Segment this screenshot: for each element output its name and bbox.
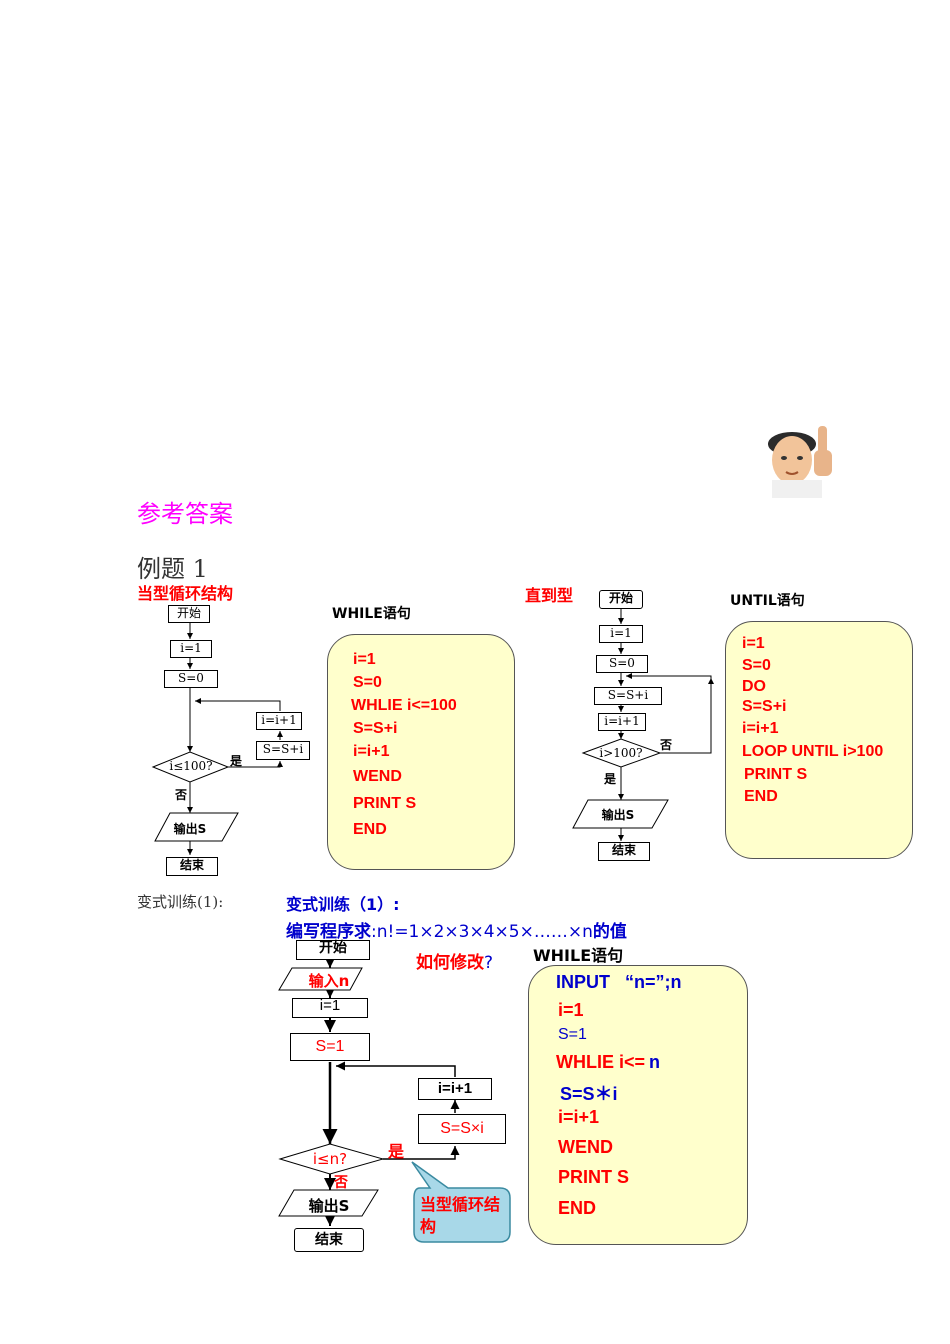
flow-r-yes: 是 xyxy=(604,770,616,787)
while-code-line-2: S=0 xyxy=(353,674,382,692)
while-code-line-5: i=i+1 xyxy=(353,743,389,761)
flow-r-no: 否 xyxy=(660,736,672,753)
variant-flow-no: 否 xyxy=(334,1172,348,1192)
variant-code-line-7: WEND xyxy=(558,1137,613,1158)
variant-flow-output: 输出S xyxy=(296,1195,362,1216)
variant-flow-yes: 是 xyxy=(388,1138,404,1162)
variant-flow-s-init: S=1 xyxy=(290,1033,370,1061)
variant-code-heading: WHILE语句 xyxy=(533,942,623,966)
until-structure-label: 直到型 xyxy=(525,582,573,606)
flow-yes: 是 xyxy=(230,752,242,769)
task-formula: :n!=1×2×3×4×5×……×n xyxy=(371,922,593,942)
input-rest: “n=”;n xyxy=(625,972,682,992)
variant-label: 变式训练(1): xyxy=(137,891,223,912)
until-code-line-8: END xyxy=(744,788,778,806)
variant-flow-i-inc: i=i+1 xyxy=(418,1078,492,1100)
flow-start: 开始 xyxy=(168,605,210,623)
while-code-line-1: i=1 xyxy=(353,651,376,669)
variant-code-line-9: END xyxy=(558,1198,596,1219)
callout-text: 当型循环结构 xyxy=(420,1194,504,1238)
variant-code-line-3: S=1 xyxy=(558,1026,587,1044)
while-keyword: WHLIE i<= xyxy=(556,1052,645,1072)
until-code-line-1: i=1 xyxy=(742,635,765,653)
modify-question: 如何修改? xyxy=(416,948,493,973)
task-prefix: 编写程序求 xyxy=(286,922,371,942)
variant-flow-s-mul: S=S×i xyxy=(418,1114,506,1144)
variant-heading: 变式训练（1）: xyxy=(286,891,400,915)
variant-code-line-5: S=S＊i xyxy=(560,1080,618,1106)
while-code-line-3: WHLIE i<=100 xyxy=(351,697,457,715)
flow-r-s-init: S=0 xyxy=(596,655,648,673)
flow-condition: i≤100? xyxy=(168,759,214,773)
variant-flow-i-init: i=1 xyxy=(292,998,368,1018)
flow-r-start: 开始 xyxy=(599,590,643,609)
until-code-line-6: LOOP UNTIL i>100 xyxy=(742,743,883,761)
until-code-line-4: S=S+i xyxy=(742,698,786,716)
flow-no: 否 xyxy=(175,786,187,803)
variant-code-line-2: i=1 xyxy=(558,1000,584,1021)
flow-i-init: i=1 xyxy=(170,640,212,658)
variant-flow-input: 输入n xyxy=(296,970,362,991)
task-suffix: 的值 xyxy=(593,922,627,942)
until-code-line-7: PRINT S xyxy=(744,766,807,784)
flow-r-condition: i>100? xyxy=(598,746,644,760)
until-code-line-5: i=i+1 xyxy=(742,720,778,738)
until-code-heading: UNTIL语句 xyxy=(730,590,805,610)
variant-code-line-4: WHLIE i<=n xyxy=(556,1052,660,1073)
until-code-line-3: DO xyxy=(742,678,766,696)
flow-output: 输出S xyxy=(166,820,214,837)
while-var: n xyxy=(649,1052,660,1072)
flow-s-init: S=0 xyxy=(164,670,218,688)
while-code-line-8: END xyxy=(353,821,387,839)
flow-r-end: 结束 xyxy=(598,842,650,861)
while-code-line-4: S=S+i xyxy=(353,720,397,738)
variant-flow-end: 结束 xyxy=(294,1228,364,1252)
flow-r-i-init: i=1 xyxy=(599,625,643,643)
flow-s-add: S=S+i xyxy=(256,741,310,760)
variant-code-line-1: INPUT “n=”;n xyxy=(556,972,682,993)
flow-r-s-add: S=S+i xyxy=(594,687,662,705)
flow-r-i-inc: i=i+1 xyxy=(598,713,646,731)
until-code-line-2: S=0 xyxy=(742,657,771,675)
flow-end: 结束 xyxy=(166,857,218,876)
input-keyword: INPUT xyxy=(556,972,610,992)
variant-flow-start: 开始 xyxy=(296,940,370,960)
variant-code-line-6: i=i+1 xyxy=(558,1107,599,1128)
variant-code-line-8: PRINT S xyxy=(558,1167,629,1188)
while-code-line-7: PRINT S xyxy=(353,795,416,813)
flow-i-inc: i=i+1 xyxy=(256,712,302,730)
while-code-line-6: WEND xyxy=(353,768,402,786)
variant-flow-condition: i≤n? xyxy=(300,1150,360,1168)
question-mark: ? xyxy=(484,953,493,973)
modify-question-text: 如何修改 xyxy=(416,953,484,973)
variant-task: 编写程序求:n!=1×2×3×4×5×……×n的值 xyxy=(286,917,627,942)
flow-r-output: 输出S xyxy=(592,806,644,823)
